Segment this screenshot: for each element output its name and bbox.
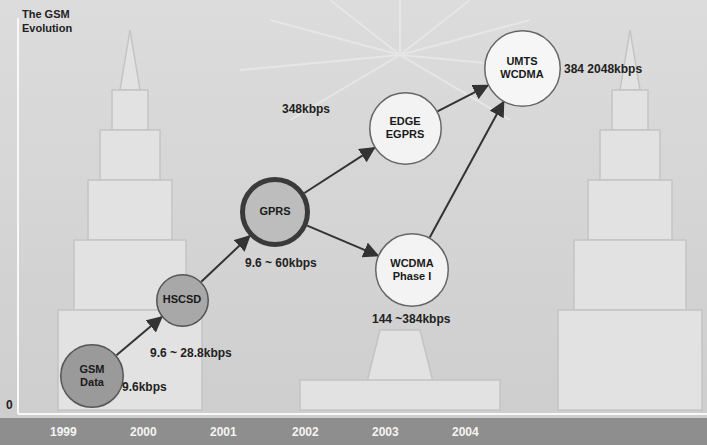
- diagram-title: The GSM Evolution: [22, 8, 102, 36]
- year-label: 2002: [292, 425, 319, 439]
- circle-shape: [156, 274, 208, 326]
- circle-text: GPRS: [259, 205, 290, 218]
- evolution-circle: EDGE EGPRS: [369, 92, 442, 165]
- evolution-arrow: [437, 86, 487, 112]
- rate-label: 9.6 ~ 60kbps: [245, 256, 317, 270]
- circle-shape: [376, 234, 449, 307]
- year-label: 2001: [210, 425, 237, 439]
- node-label: UMTS WCDMA: [493, 55, 552, 81]
- rate-label: 9.6 ~ 28.8kbps: [150, 346, 232, 360]
- rate-label: 9.6kbps: [122, 380, 167, 394]
- year-label: 2004: [452, 425, 479, 439]
- circle-text: EDGE EGPRS: [378, 115, 433, 141]
- circle-shape: [61, 345, 124, 408]
- year-label: 2003: [372, 425, 399, 439]
- circle-text: HSCSD: [163, 293, 202, 306]
- circle-text: GSM Data: [70, 363, 115, 389]
- year-label: 2000: [130, 425, 157, 439]
- circle-shape: [243, 180, 308, 245]
- evolution-circle: WCDMA Phase I: [375, 233, 449, 307]
- circle-text: WCDMA Phase I: [384, 257, 440, 283]
- evolution-circle: HSCSD: [156, 274, 209, 327]
- node-label: WCDMA Phase I: [384, 257, 440, 283]
- evolution-arrow: [307, 226, 378, 256]
- node-label: EDGE EGPRS: [378, 115, 433, 141]
- year-label: 1999: [50, 425, 77, 439]
- circle-shape: [484, 30, 560, 106]
- node-label: GSM Data: [70, 363, 115, 389]
- circle-text: UMTS WCDMA: [493, 55, 552, 81]
- node-label: GPRS: [259, 205, 290, 218]
- evolution-arrow: [304, 148, 374, 193]
- node-label: HSCSD: [163, 293, 202, 306]
- circle-shape: [369, 92, 441, 164]
- evolution-circle: GSM Data: [60, 344, 124, 408]
- rate-label: 348kbps: [282, 102, 330, 116]
- evolution-arrow: [201, 236, 249, 282]
- rate-label: 384 2048kbps: [564, 62, 642, 76]
- rate-label: 144 ~384kbps: [372, 312, 450, 326]
- evolution-circle: GPRS: [240, 177, 310, 247]
- rate-label: 0: [6, 398, 13, 412]
- evolution-circle: UMTS WCDMA: [484, 30, 561, 107]
